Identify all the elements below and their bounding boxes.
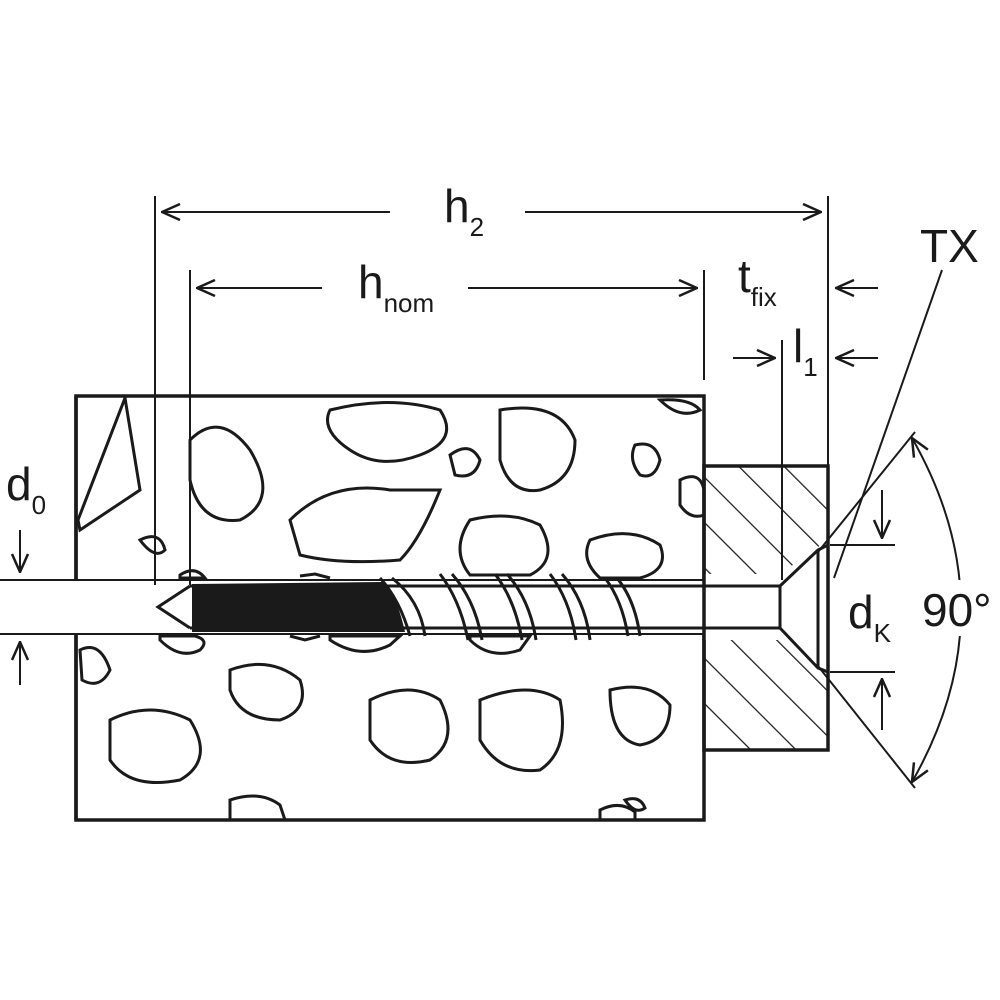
label-h2: h2 bbox=[444, 180, 484, 242]
dimension-hnom: hnom bbox=[189, 256, 705, 585]
concrete-screw bbox=[155, 542, 830, 675]
dimension-dk: dK bbox=[830, 490, 895, 730]
label-tx: TX bbox=[920, 220, 979, 272]
fixture-plate bbox=[702, 464, 830, 752]
dimension-tfix: tfix bbox=[738, 250, 878, 312]
aggregate-stones bbox=[76, 396, 704, 820]
dimension-l1: l1 bbox=[733, 320, 878, 580]
label-d0: d0 bbox=[6, 458, 46, 520]
screw-coating bbox=[192, 582, 405, 632]
tx-drive-callout: TX bbox=[833, 220, 979, 579]
screw-thread bbox=[289, 572, 642, 642]
label-dk: dK bbox=[848, 586, 892, 648]
label-l1: l1 bbox=[793, 320, 818, 382]
label-angle: 90° bbox=[922, 584, 992, 636]
dimension-h2: h2 bbox=[154, 180, 829, 585]
dimension-d0: d0 bbox=[6, 458, 46, 685]
label-tfix: tfix bbox=[738, 250, 777, 312]
label-hnom: hnom bbox=[358, 256, 434, 318]
angle-countersink: 90° bbox=[817, 431, 995, 789]
